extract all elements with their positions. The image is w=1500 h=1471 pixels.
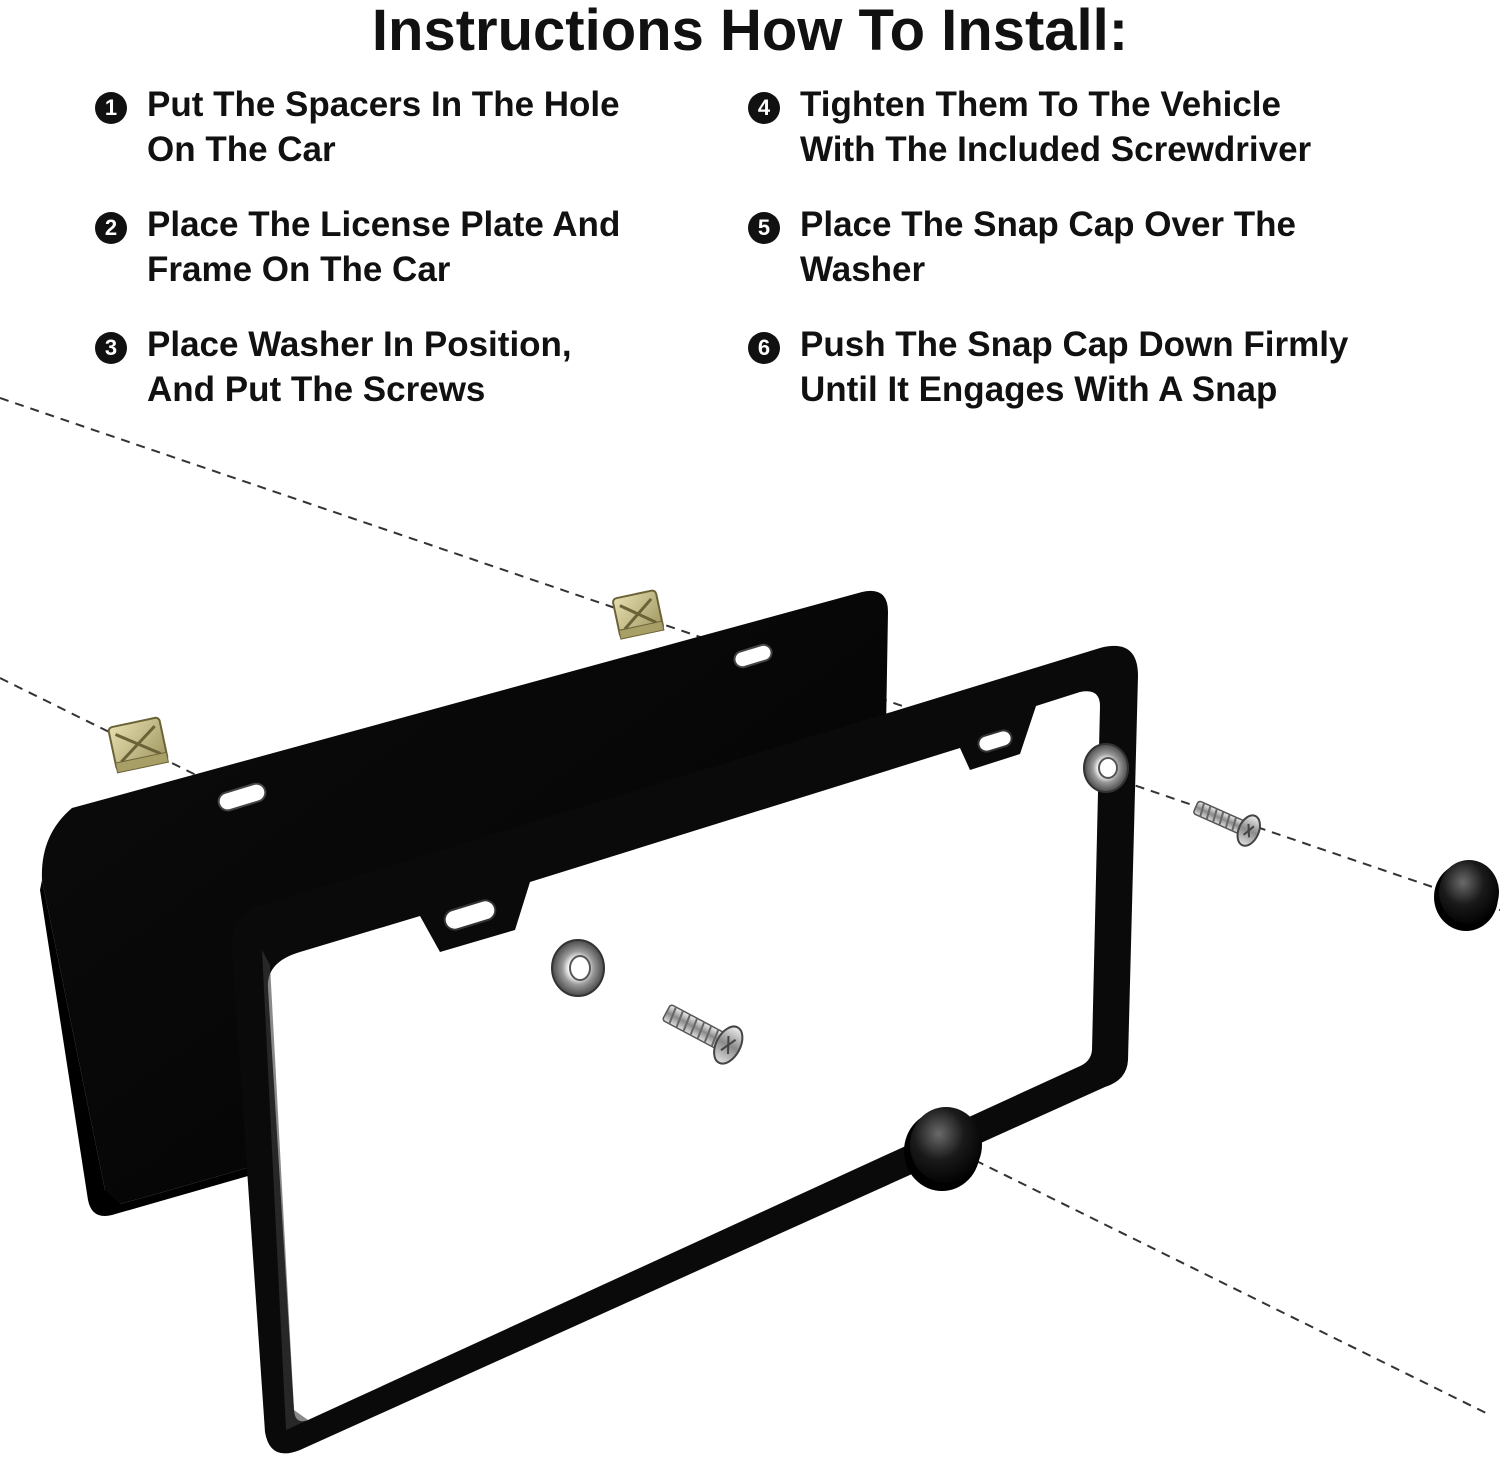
step-6: 6 Push The Snap Cap Down Firmly Until It… [748,322,1348,412]
washer-right [1083,743,1129,793]
frame-hole-left [443,899,497,931]
step-text: Put The Spacers In The Hole On The Car [147,85,620,169]
frame-hole-right [977,729,1013,753]
step-number: 6 [748,332,780,364]
step-number: 2 [95,212,127,244]
step-2: 2 Place The License Plate And Frame On T… [95,202,620,292]
instruction-steps: 1 Put The Spacers In The Hole On The Car… [0,0,1500,430]
spacers [107,589,665,774]
step-number: 4 [748,92,780,124]
frame-window [267,691,1100,1422]
step-text: Place Washer In Position, And Put The Sc… [147,325,572,409]
screws [662,800,1261,1065]
spacer-left [107,716,170,774]
page-title: Instructions How To Install: [371,0,1129,63]
step-text: Tighten Them To The Vehicle With The Inc… [800,85,1312,169]
screw-left [662,1004,744,1065]
step-text: Push The Snap Cap Down Firmly Until It E… [800,325,1349,409]
step-4: 4 Tighten Them To The Vehicle With The I… [748,82,1311,172]
license-frame [231,645,1139,1454]
snap-cap-right [1434,860,1499,931]
step-text: Place The License Plate And Frame On The… [147,205,621,289]
washers [551,743,1129,997]
step-1: 1 Put The Spacers In The Hole On The Car [95,82,620,172]
step-number: 3 [95,332,127,364]
step-number: 5 [748,212,780,244]
spacer-right [612,589,665,640]
step-3: 3 Place Washer In Position, And Put The … [95,322,572,412]
snap-caps [904,860,1499,1191]
step-5: 5 Place The Snap Cap Over The Washer [748,202,1296,292]
plate-hole-left [217,782,267,812]
screw-right [1193,800,1261,847]
step-text: Place The Snap Cap Over The Washer [800,205,1296,289]
step-number: 1 [95,92,127,124]
plate-hole-right [733,643,773,669]
snap-cap-left [904,1107,982,1191]
plate-holes [217,643,773,812]
washer-left [551,939,605,997]
